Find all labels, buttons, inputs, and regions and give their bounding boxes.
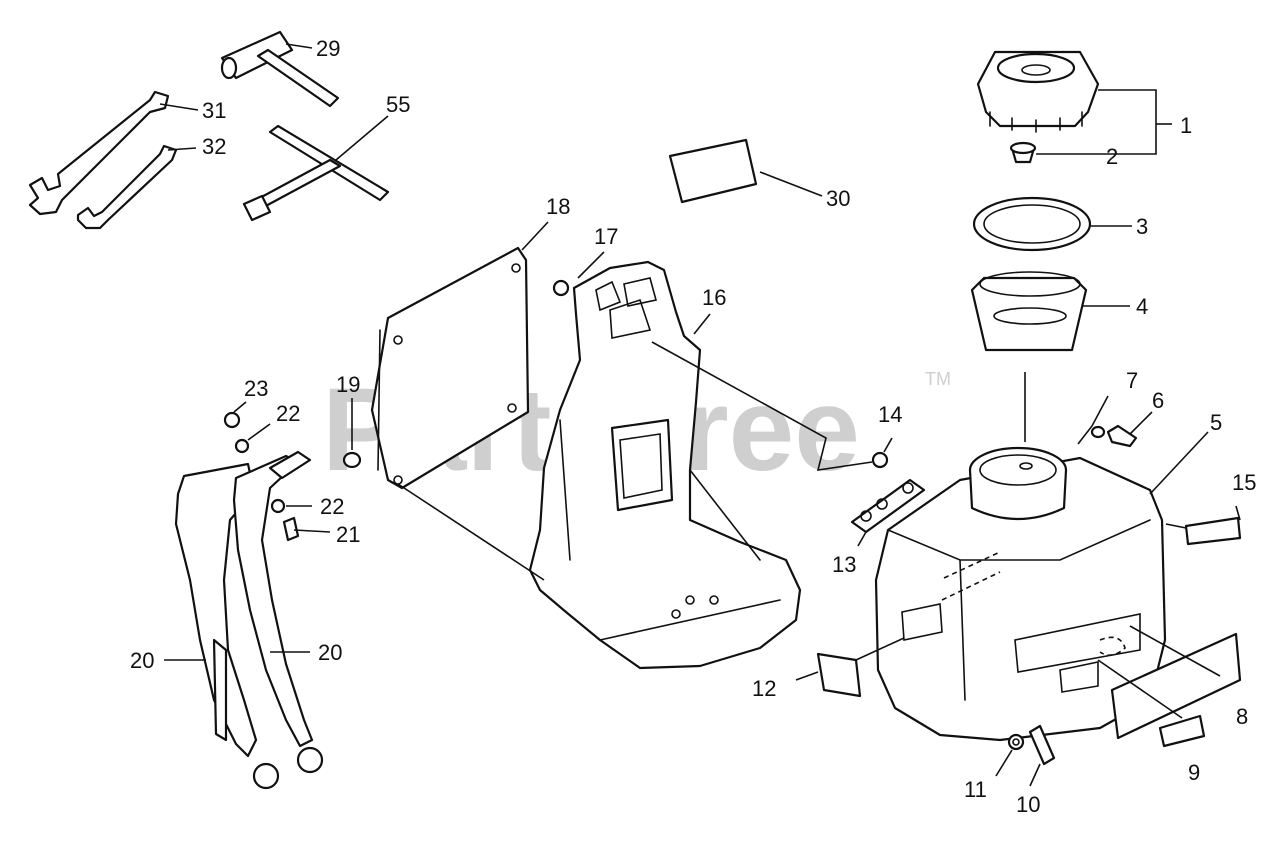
fuel-cap-1 (976, 50, 1100, 133)
callout-23: 23 (244, 376, 268, 401)
callout-17: 17 (594, 224, 618, 249)
callout-16: 16 (702, 285, 726, 310)
callout-4: 4 (1136, 294, 1148, 319)
callout-10: 10 (1016, 792, 1040, 817)
callout-31: 31 (202, 98, 226, 123)
back-frame-16 (528, 260, 802, 670)
callout-18: 18 (546, 194, 570, 219)
callout-29: 29 (316, 36, 340, 61)
callout-1: 1 (1180, 113, 1192, 138)
cap-plug-2 (1009, 141, 1037, 164)
callout-labels: 1 2 3 4 5 6 7 8 9 10 11 12 13 14 15 16 1… (130, 36, 1256, 817)
washer-22-top (234, 438, 250, 454)
callout-22-top: 22 (276, 401, 300, 426)
nut-14 (871, 451, 889, 469)
washer-22-bottom (270, 498, 286, 514)
nut-23 (223, 411, 241, 429)
callout-20-left: 20 (130, 648, 154, 673)
callout-2: 2 (1106, 144, 1118, 169)
o-ring-7 (1090, 425, 1106, 439)
watermark-trademark: TM (925, 369, 951, 389)
strainer-basket-4 (970, 271, 1088, 352)
fuel-tank-5 (874, 446, 1167, 742)
decal-label-12 (816, 652, 862, 698)
callout-20-right: 20 (318, 640, 342, 665)
callout-30: 30 (826, 186, 850, 211)
leader-lines (159, 43, 1241, 787)
decal-label-30 (668, 138, 758, 204)
decal-label-15 (1184, 516, 1242, 546)
callout-9: 9 (1188, 760, 1200, 785)
washer-11 (1007, 733, 1025, 751)
callout-12: 12 (752, 676, 776, 701)
decal-label-9 (1158, 714, 1206, 748)
callout-5: 5 (1210, 410, 1222, 435)
callout-15: 15 (1232, 470, 1256, 495)
bracket-plate-13 (850, 478, 926, 534)
callout-22-bottom: 22 (320, 494, 344, 519)
strap-buckle (268, 450, 312, 480)
tool-wrench-31 (28, 90, 170, 216)
tool-socket-29 (220, 30, 340, 108)
callout-6: 6 (1152, 388, 1164, 413)
callout-32: 32 (202, 134, 226, 159)
bolt-6 (1106, 424, 1138, 448)
grommet-19 (342, 451, 362, 469)
gasket-ring-3 (972, 196, 1092, 252)
callout-55: 55 (386, 92, 410, 117)
bolt-10 (1028, 724, 1056, 766)
callout-19: 19 (336, 372, 360, 397)
callout-7: 7 (1126, 368, 1138, 393)
nut-17 (552, 279, 570, 297)
back-pad-18 (370, 246, 530, 490)
callout-11: 11 (964, 777, 987, 802)
callout-21: 21 (336, 522, 360, 547)
callout-8: 8 (1236, 704, 1248, 729)
callout-14: 14 (878, 402, 902, 427)
screw-21 (282, 516, 300, 542)
decal-label-8 (1110, 632, 1242, 740)
tool-t-handle-55 (242, 124, 390, 222)
callout-13: 13 (832, 552, 856, 577)
callout-3: 3 (1136, 214, 1148, 239)
